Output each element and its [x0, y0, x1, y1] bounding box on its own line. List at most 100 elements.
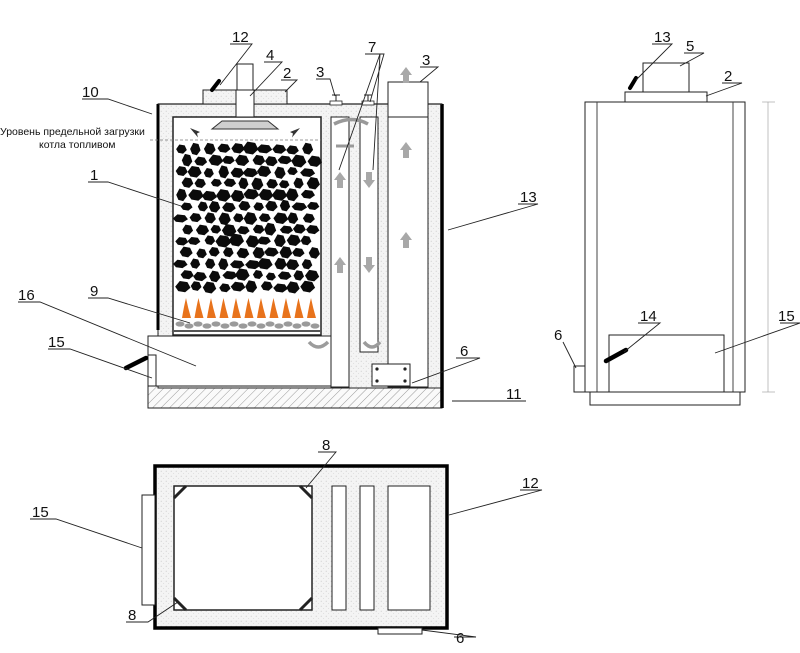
ember — [229, 321, 239, 327]
coal-lump — [256, 165, 272, 178]
coal-lump — [179, 246, 193, 258]
coal-lump — [258, 213, 271, 223]
ash-door-handle — [123, 355, 149, 371]
safety-valve — [329, 94, 375, 106]
ember — [247, 321, 257, 327]
ember — [301, 321, 311, 327]
top-firebox — [173, 485, 313, 611]
chimney-box — [387, 81, 429, 118]
side-hatch — [573, 365, 586, 393]
label-10-front: 10 — [82, 84, 99, 101]
coal-lump — [202, 281, 217, 294]
flame — [269, 298, 279, 318]
coal-lump — [264, 156, 278, 167]
coal-lump — [208, 246, 220, 257]
flue-deflector — [210, 120, 280, 130]
coal-lump — [252, 246, 265, 259]
label-5-front: 4 — [266, 47, 274, 64]
coal-lump — [274, 166, 286, 179]
coal-lump — [210, 224, 222, 234]
side-view — [573, 62, 775, 406]
coal-lump — [231, 143, 245, 154]
coal-lump — [307, 201, 320, 211]
side-base — [589, 391, 741, 406]
coal-lump — [252, 224, 265, 234]
coal-lump — [194, 156, 208, 166]
coal-lump — [218, 212, 231, 226]
coal-lump — [203, 142, 216, 155]
flow-arrow — [363, 257, 375, 273]
flow-arrow — [334, 172, 346, 188]
top-corner-brackets — [172, 484, 314, 612]
flame — [257, 298, 266, 318]
ember — [310, 323, 320, 329]
coal-lump — [279, 199, 291, 212]
coal-lump — [190, 258, 201, 269]
ember — [256, 323, 266, 329]
coal-lump — [256, 144, 273, 154]
flame-layer — [175, 298, 320, 329]
coal-lump — [302, 213, 315, 224]
fuel-level-caption-line2: котла топливом — [39, 139, 116, 151]
flame — [219, 298, 229, 318]
label-2-front: 2 — [283, 65, 291, 82]
side-thermometer — [628, 76, 638, 90]
flow-arrow — [400, 232, 412, 248]
coal-lump — [238, 177, 249, 190]
coal-lump — [229, 260, 245, 269]
coal-lump — [265, 200, 278, 212]
coal-lump — [180, 270, 194, 280]
coal-lump — [208, 154, 224, 166]
coal-lump — [307, 155, 323, 167]
coal-lump — [242, 141, 259, 155]
coal-lump — [273, 283, 288, 293]
ash-pan — [147, 335, 347, 387]
label-3-front: 3 — [422, 52, 430, 69]
coal-lump — [236, 247, 250, 259]
ember — [184, 323, 194, 329]
coal-lump — [235, 268, 250, 281]
front-section-view — [123, 63, 444, 409]
label-6-side: 6 — [554, 327, 562, 344]
coal-lump — [258, 188, 274, 201]
coal-lump — [293, 177, 304, 189]
label-16-front: 16 — [18, 287, 35, 304]
coal-lump — [180, 202, 193, 211]
ember — [220, 323, 230, 329]
coal-lump — [205, 258, 216, 269]
water-channels — [307, 116, 429, 388]
coal-lump — [190, 142, 201, 156]
label-15-front: 15 — [48, 334, 65, 351]
callout-leaders — [18, 43, 800, 638]
coal-lump — [189, 212, 202, 223]
flue-pipe-inner — [235, 89, 255, 118]
coal-lump — [215, 235, 232, 248]
flame — [194, 298, 204, 318]
label-13-front: 12 — [232, 29, 249, 46]
coal-lump — [219, 283, 231, 293]
flow-arrow — [400, 142, 412, 158]
coal-lump — [264, 247, 279, 257]
coal-layer — [172, 141, 323, 294]
label-8-top-b: 8 — [128, 607, 136, 624]
label-6-front: 6 — [460, 343, 468, 360]
coal-lump — [193, 271, 207, 282]
coal-lump — [253, 202, 264, 212]
coal-lump — [277, 155, 293, 165]
coal-lump — [286, 281, 300, 294]
coal-lump — [175, 237, 189, 246]
cleaning-hatch — [371, 363, 411, 387]
coal-lump — [292, 224, 306, 234]
coal-lump — [304, 269, 320, 282]
coal-lump — [190, 281, 202, 291]
ember — [238, 323, 248, 329]
base-insulation — [147, 385, 443, 409]
coal-lump — [274, 257, 287, 270]
top-channel-1 — [331, 485, 347, 611]
gas-arrows-top — [190, 128, 300, 138]
coal-lump — [252, 154, 266, 166]
ember — [193, 321, 203, 327]
coal-lump — [242, 167, 259, 178]
side-top-plate — [624, 91, 708, 103]
coal-lump — [187, 165, 202, 178]
